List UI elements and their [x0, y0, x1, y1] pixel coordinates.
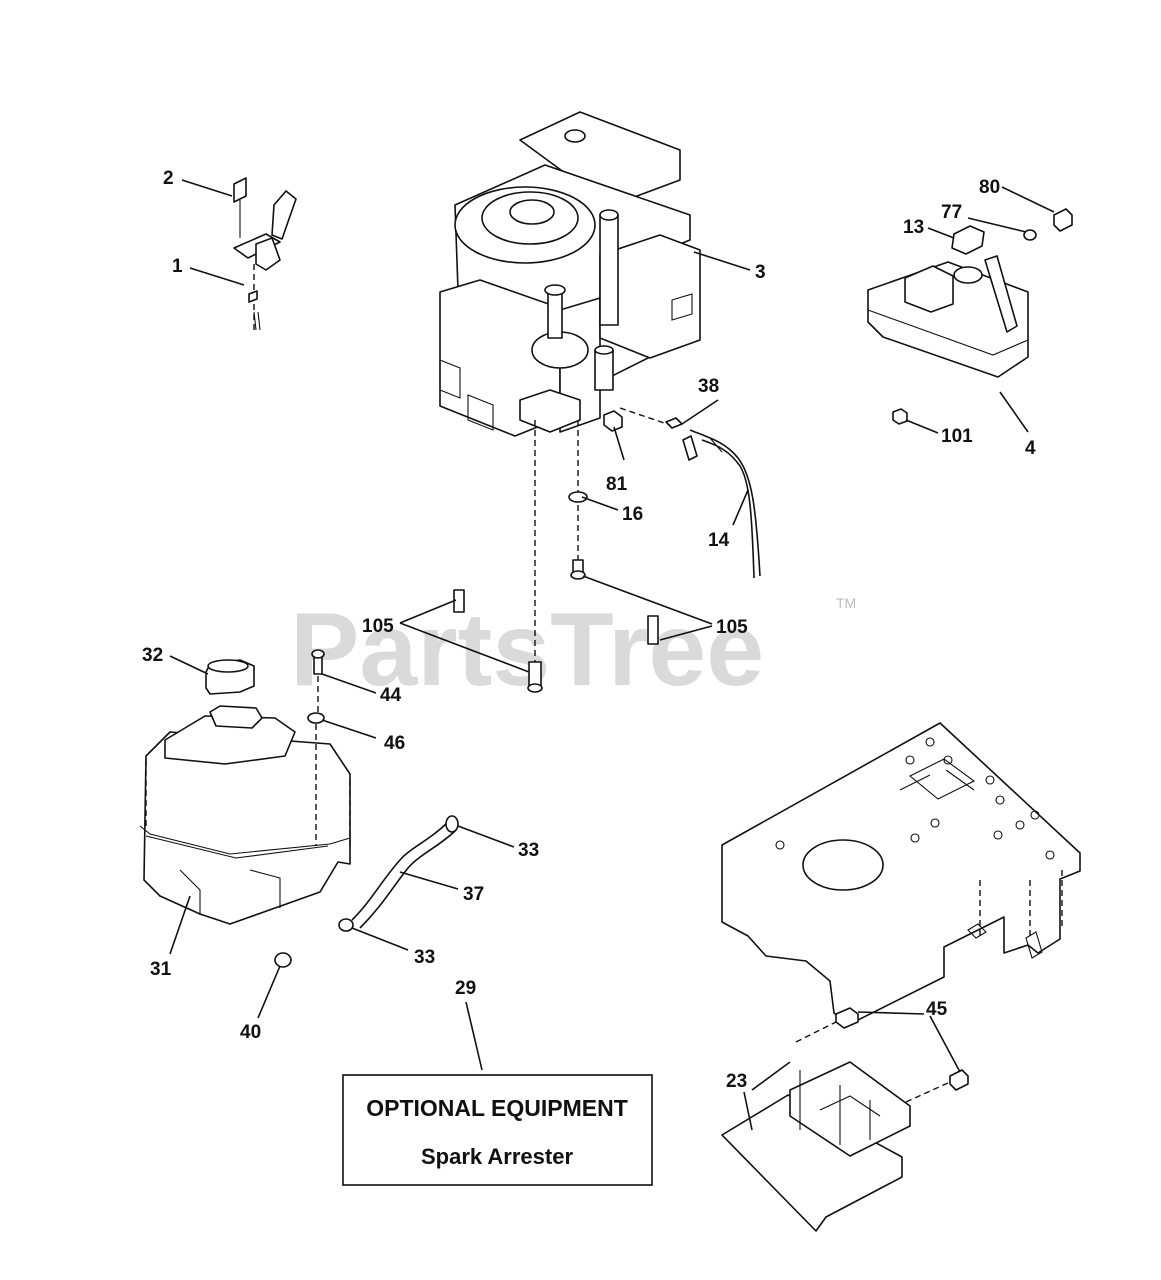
callout-16[interactable]: 16 — [622, 504, 643, 525]
muffler-part[interactable] — [867, 255, 1029, 378]
exhaust-gasket-13-part[interactable] — [951, 225, 985, 255]
callout-45[interactable]: 45 — [926, 999, 948, 1020]
fuel-cap-32-part[interactable] — [205, 659, 255, 695]
bushing-40-part[interactable] — [274, 952, 292, 968]
callout-2[interactable]: 2 — [163, 168, 174, 189]
optional-equipment-subtitle: Spark Arrester — [421, 1144, 573, 1169]
bolt-105-part[interactable] — [453, 559, 659, 693]
callout-105-right[interactable]: 105 — [716, 617, 748, 638]
callout-33-upper[interactable]: 33 — [518, 840, 539, 861]
callout-31[interactable]: 31 — [150, 959, 172, 980]
callout-23[interactable]: 23 — [726, 1071, 747, 1092]
nut-81-part[interactable] — [603, 410, 623, 432]
callout-38[interactable]: 38 — [698, 376, 719, 397]
callout-4[interactable]: 4 — [1025, 438, 1036, 459]
nut-101-part[interactable] — [892, 408, 908, 425]
watermark-text: PartsTree — [290, 592, 764, 708]
callout-80[interactable]: 80 — [979, 177, 1000, 198]
watermark-trademark: TM — [836, 595, 856, 611]
callout-101[interactable]: 101 — [941, 426, 973, 447]
callout-1[interactable]: 1 — [172, 256, 183, 277]
callout-44[interactable]: 44 — [380, 685, 402, 706]
engine-part[interactable] — [439, 111, 701, 437]
washer-16-part[interactable] — [568, 491, 588, 503]
washer-77-part[interactable] — [1023, 229, 1037, 241]
throttle-control-part[interactable] — [233, 177, 297, 331]
fuel-line-37-part[interactable] — [351, 821, 457, 929]
callout-13[interactable]: 13 — [903, 217, 924, 238]
optional-equipment-title: OPTIONAL EQUIPMENT — [366, 1095, 628, 1121]
bolt-45-part[interactable] — [835, 1007, 969, 1091]
heat-shield-23-part[interactable] — [721, 1061, 911, 1232]
callout-3[interactable]: 3 — [755, 262, 766, 283]
callout-81[interactable]: 81 — [606, 474, 628, 495]
callout-40[interactable]: 40 — [240, 1022, 261, 1043]
fuel-line-14-part[interactable] — [689, 429, 761, 579]
washer-46-part[interactable] — [307, 712, 325, 724]
hose-clamp-33-part[interactable] — [338, 815, 459, 932]
callout-46[interactable]: 46 — [384, 733, 405, 754]
chassis-plate-part[interactable] — [721, 722, 1081, 1026]
fuel-tank-part[interactable] — [139, 705, 351, 925]
callout-labels: 2 1 3 4 13 77 80 101 38 81 16 14 105 105… — [142, 168, 1036, 1092]
callout-29[interactable]: 29 — [455, 978, 476, 999]
screw-44-part[interactable] — [311, 649, 325, 675]
bolt-80-part[interactable] — [1053, 208, 1073, 232]
callout-77[interactable]: 77 — [941, 202, 962, 223]
callout-37[interactable]: 37 — [463, 884, 484, 905]
callout-33-lower[interactable]: 33 — [414, 947, 435, 968]
callout-14[interactable]: 14 — [708, 530, 730, 551]
callout-32[interactable]: 32 — [142, 645, 163, 666]
clamp-38-part[interactable] — [665, 417, 698, 461]
leader-lines — [169, 179, 1055, 1131]
optional-equipment-box — [342, 1074, 653, 1186]
callout-105-left[interactable]: 105 — [362, 616, 394, 637]
